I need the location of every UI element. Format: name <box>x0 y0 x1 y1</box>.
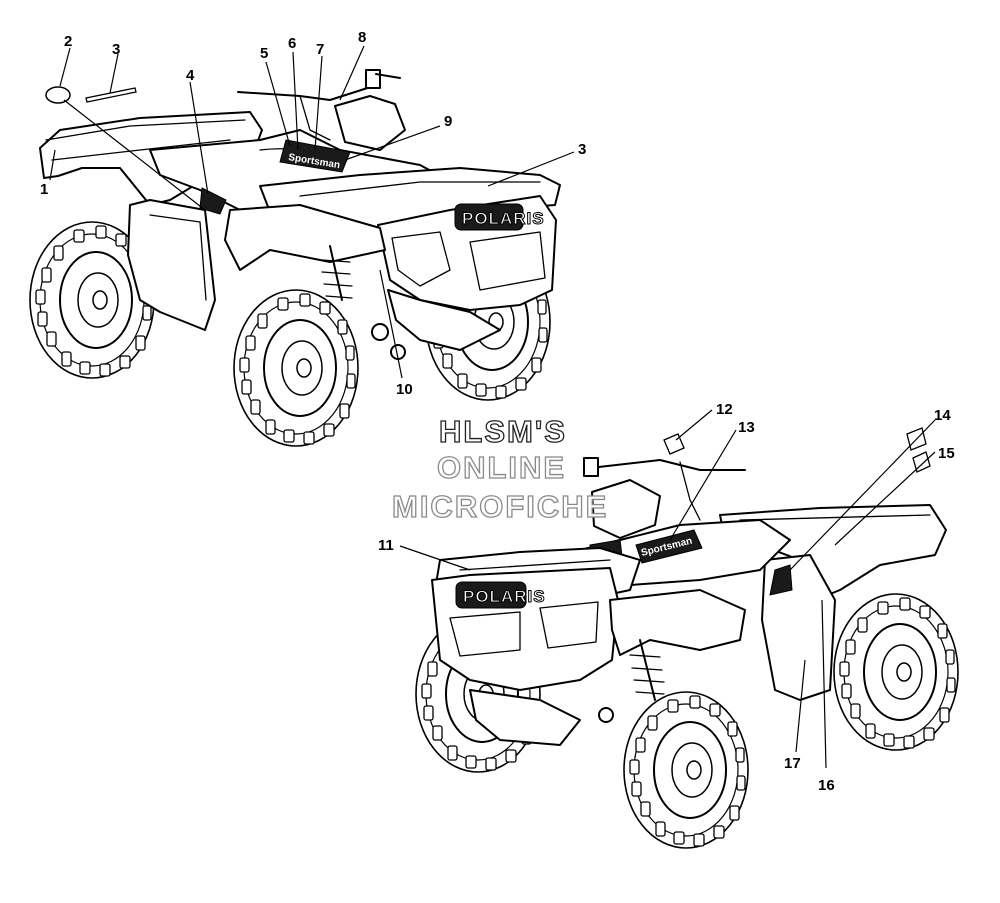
front-right-wheel-bottom <box>623 691 749 849</box>
brand-badge-bottom: POLARIS <box>463 587 546 606</box>
rear-right-wheel-bottom <box>833 593 959 751</box>
strip-decal-part <box>85 87 137 103</box>
callout-13: 13 <box>738 419 755 436</box>
callout-17: 17 <box>784 755 801 772</box>
front-left-wheel <box>233 289 359 447</box>
watermark-line1: HLSM'S <box>439 414 567 449</box>
callout-14: 14 <box>934 407 951 424</box>
callout-7: 7 <box>316 41 324 58</box>
oval-decal-part <box>45 86 71 104</box>
watermark: HLSM'S ONLINE MICROFICHE <box>391 413 608 524</box>
brand-badge-top: POLARIS <box>462 209 545 228</box>
watermark-line2: ONLINE <box>437 450 566 485</box>
callout-1: 1 <box>40 181 48 198</box>
callout-8: 8 <box>358 29 366 46</box>
callout-10: 10 <box>396 381 413 398</box>
callout-6: 6 <box>288 35 296 52</box>
callout-9: 9 <box>444 113 452 130</box>
callout-2: 2 <box>64 33 72 50</box>
callout-4: 4 <box>186 67 195 84</box>
square-decal-part-b <box>912 451 931 473</box>
callout-11: 11 <box>378 537 394 554</box>
callout-16: 16 <box>818 777 835 794</box>
callout-3b: 3 <box>578 141 586 158</box>
callout-15: 15 <box>938 445 955 462</box>
watermark-line3: MICROFICHE <box>392 489 608 524</box>
callout-numbers: 2 3 4 1 5 6 7 8 9 3 10 11 12 13 14 15 16… <box>40 29 955 794</box>
callout-12: 12 <box>716 401 733 418</box>
atv-front-right-view: Sportsman POLARIS <box>415 457 959 849</box>
diamond-decal-part <box>663 433 685 455</box>
atv-front-left-view: Sportsman POLARIS <box>29 69 561 447</box>
callout-5: 5 <box>260 45 268 62</box>
leader-lines <box>49 45 936 769</box>
callout-3a: 3 <box>112 41 120 58</box>
